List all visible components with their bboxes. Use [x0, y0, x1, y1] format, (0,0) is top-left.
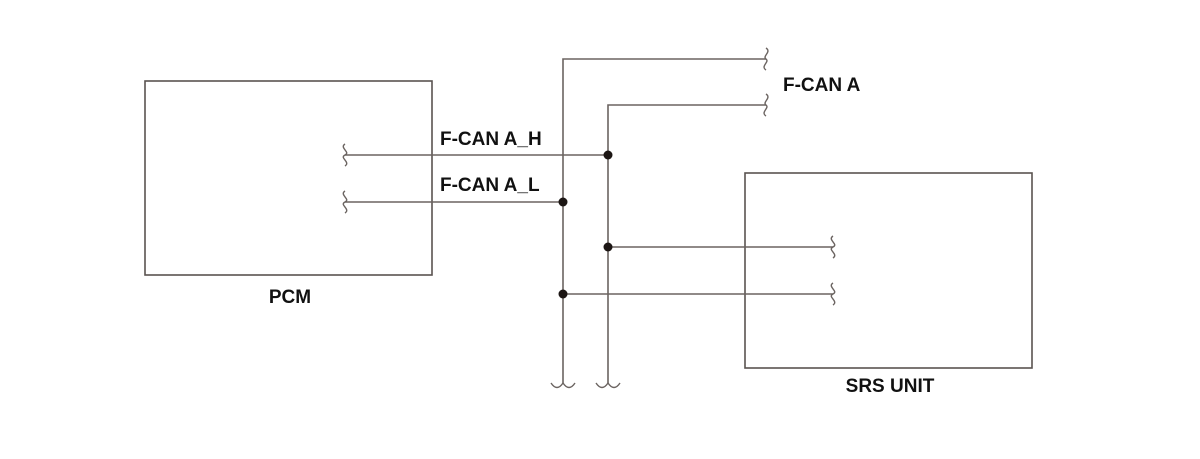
wire-high-label: F-CAN A_H: [440, 129, 542, 150]
srs-high-wire-break: [830, 235, 836, 259]
pcm-low-wire-break: [342, 190, 348, 214]
bus-high-bottom-break: [595, 381, 621, 389]
pcm-module-box: [144, 80, 433, 276]
bus-high-trunk: [607, 104, 766, 383]
bus-high-top-break: [763, 93, 769, 117]
junction-node-pcm-low: [558, 197, 568, 207]
bus-low-top-break: [763, 47, 769, 71]
junction-node-srs-high: [603, 242, 613, 252]
bus-name-label: F-CAN A: [783, 75, 861, 96]
pcm-high-wire-break: [342, 143, 348, 167]
srs-unit-label: SRS UNIT: [846, 376, 935, 397]
pcm-label: PCM: [269, 287, 311, 308]
junction-node-srs-low: [558, 289, 568, 299]
bus-low-trunk: [562, 58, 766, 383]
srs-low-wire-break: [830, 282, 836, 306]
bus-low-bottom-break: [550, 381, 576, 389]
junction-node-pcm-high: [603, 150, 613, 160]
wire-low-label: F-CAN A_L: [440, 175, 540, 196]
srs-unit-box: [744, 172, 1033, 369]
